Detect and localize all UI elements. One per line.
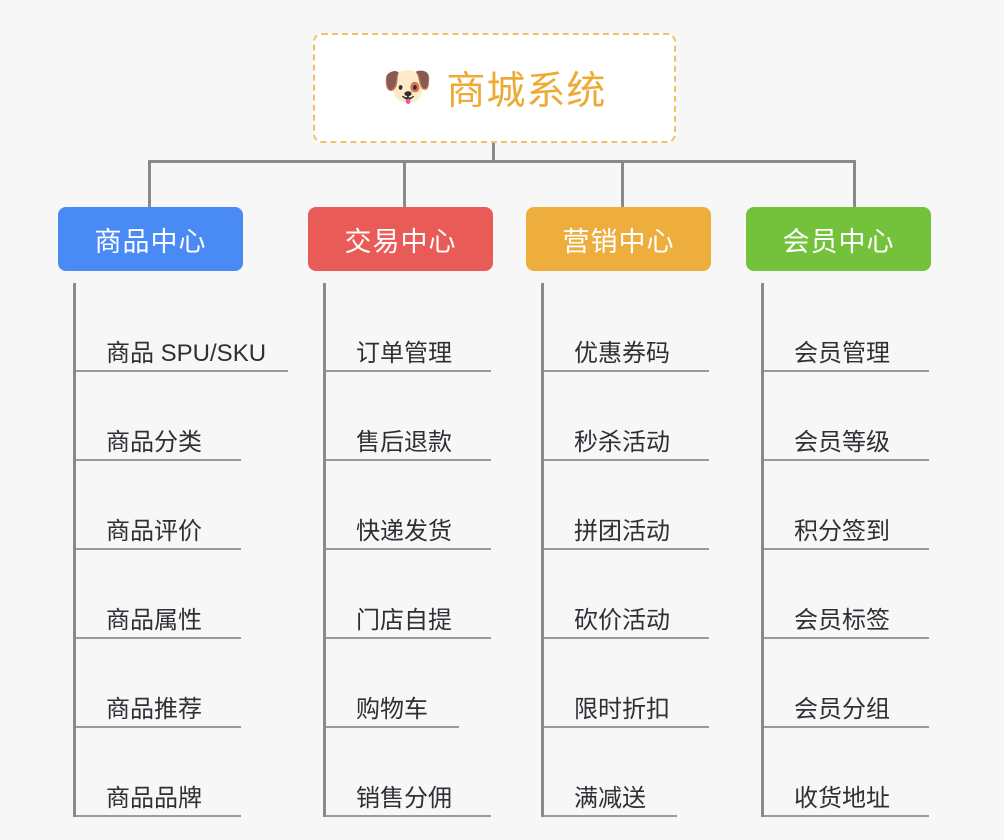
category-label: 商品中心 xyxy=(94,226,207,257)
branch-connector-3 xyxy=(621,160,624,208)
leaf-label: 会员分组 xyxy=(794,696,890,724)
leaf-rule xyxy=(544,815,677,817)
leaf-rule xyxy=(326,815,491,817)
root-node[interactable]: 🐶 商城系统 xyxy=(313,33,676,143)
leaf-list-product: 商品 SPU/SKU 商品分类 商品评价 商品属性 商品推荐 商品品牌 xyxy=(73,283,288,817)
leaf-rule xyxy=(76,815,241,817)
list-item[interactable]: 会员等级 xyxy=(764,372,946,461)
category-header-trade[interactable]: 交易中心 xyxy=(308,207,493,271)
leaf-label: 销售分佣 xyxy=(356,785,452,813)
root-title: 商城系统 xyxy=(446,70,607,113)
leaf-rule xyxy=(544,459,709,461)
leaf-list-marketing: 优惠券码 秒杀活动 拼团活动 砍价活动 限时折扣 满减送 xyxy=(541,283,726,817)
leaf-label: 快递发货 xyxy=(356,518,452,546)
leaf-rule xyxy=(76,548,241,550)
list-item[interactable]: 商品分类 xyxy=(76,372,278,461)
list-item[interactable]: 拼团活动 xyxy=(544,461,726,550)
list-item[interactable]: 会员管理 xyxy=(764,283,946,372)
list-item[interactable]: 优惠券码 xyxy=(544,283,726,372)
leaf-label: 门店自提 xyxy=(356,607,452,635)
category-header-marketing[interactable]: 营销中心 xyxy=(526,207,711,271)
list-item[interactable]: 砍价活动 xyxy=(544,550,726,639)
leaf-label: 商品评价 xyxy=(106,518,202,546)
leaf-label: 商品 SPU/SKU xyxy=(106,340,267,368)
category-label: 交易中心 xyxy=(344,226,457,257)
leaf-rule xyxy=(764,370,929,372)
leaf-label: 售后退款 xyxy=(356,429,452,457)
leaf-rule xyxy=(76,370,288,372)
list-item[interactable]: 订单管理 xyxy=(326,283,508,372)
list-item[interactable]: 商品属性 xyxy=(76,550,278,639)
list-item[interactable]: 商品品牌 xyxy=(76,728,278,817)
branch-connector-2 xyxy=(403,160,406,208)
leaf-label: 会员标签 xyxy=(794,607,890,635)
leaf-rule xyxy=(76,726,241,728)
category-header-product[interactable]: 商品中心 xyxy=(58,207,243,271)
list-item[interactable]: 购物车 xyxy=(326,639,508,728)
leaf-label: 会员等级 xyxy=(794,429,890,457)
leaf-rule xyxy=(76,459,241,461)
root-stem-connector xyxy=(492,143,495,162)
list-item[interactable]: 积分签到 xyxy=(764,461,946,550)
leaf-label: 拼团活动 xyxy=(574,518,670,546)
branch-connector-1 xyxy=(148,160,151,208)
list-item[interactable]: 会员分组 xyxy=(764,639,946,728)
leaf-label: 商品分类 xyxy=(106,429,202,457)
dog-face-icon: 🐶 xyxy=(382,65,433,109)
category-column-marketing: 营销中心 优惠券码 秒杀活动 拼团活动 砍价活动 限时折扣 xyxy=(526,207,726,817)
list-item[interactable]: 商品评价 xyxy=(76,461,278,550)
leaf-rule xyxy=(544,726,709,728)
list-item[interactable]: 销售分佣 xyxy=(326,728,508,817)
leaf-rule xyxy=(326,370,491,372)
category-header-member[interactable]: 会员中心 xyxy=(746,207,931,271)
leaf-label: 积分签到 xyxy=(794,518,890,546)
category-column-trade: 交易中心 订单管理 售后退款 快递发货 门店自提 购物车 xyxy=(308,207,508,817)
leaf-rule xyxy=(544,370,709,372)
leaf-label: 商品属性 xyxy=(106,607,202,635)
category-label: 营销中心 xyxy=(562,226,675,257)
leaf-label: 收货地址 xyxy=(794,785,890,813)
leaf-label: 商品推荐 xyxy=(106,696,202,724)
list-item[interactable]: 秒杀活动 xyxy=(544,372,726,461)
leaf-rule xyxy=(764,726,929,728)
leaf-label: 砍价活动 xyxy=(574,607,670,635)
horizontal-bus-connector xyxy=(148,160,856,163)
leaf-rule xyxy=(326,726,459,728)
leaf-rule xyxy=(326,459,491,461)
leaf-rule xyxy=(76,637,241,639)
list-item[interactable]: 限时折扣 xyxy=(544,639,726,728)
leaf-rule xyxy=(326,637,491,639)
list-item[interactable]: 门店自提 xyxy=(326,550,508,639)
leaf-list-member: 会员管理 会员等级 积分签到 会员标签 会员分组 收货地址 xyxy=(761,283,946,817)
leaf-rule xyxy=(326,548,491,550)
list-item[interactable]: 快递发货 xyxy=(326,461,508,550)
list-item[interactable]: 会员标签 xyxy=(764,550,946,639)
leaf-rule xyxy=(544,548,709,550)
leaf-label: 订单管理 xyxy=(356,340,452,368)
leaf-rule xyxy=(764,459,929,461)
leaf-label: 秒杀活动 xyxy=(574,429,670,457)
category-label: 会员中心 xyxy=(782,226,895,257)
leaf-label: 商品品牌 xyxy=(106,785,202,813)
branch-connector-4 xyxy=(853,160,856,208)
list-item[interactable]: 满减送 xyxy=(544,728,726,817)
leaf-rule xyxy=(544,637,709,639)
list-item[interactable]: 收货地址 xyxy=(764,728,946,817)
list-item[interactable]: 商品 SPU/SKU xyxy=(76,283,288,372)
leaf-label: 购物车 xyxy=(356,696,428,724)
leaf-label: 满减送 xyxy=(574,785,646,813)
category-column-product: 商品中心 商品 SPU/SKU 商品分类 商品评价 商品属性 商品推荐 xyxy=(58,207,288,817)
leaf-list-trade: 订单管理 售后退款 快递发货 门店自提 购物车 销售分佣 xyxy=(323,283,508,817)
leaf-label: 优惠券码 xyxy=(574,340,670,368)
leaf-rule xyxy=(764,815,929,817)
leaf-rule xyxy=(764,548,929,550)
leaf-rule xyxy=(764,637,929,639)
list-item[interactable]: 商品推荐 xyxy=(76,639,278,728)
leaf-label: 限时折扣 xyxy=(574,696,670,724)
list-item[interactable]: 售后退款 xyxy=(326,372,508,461)
category-column-member: 会员中心 会员管理 会员等级 积分签到 会员标签 会员分组 xyxy=(746,207,946,817)
leaf-label: 会员管理 xyxy=(794,340,890,368)
